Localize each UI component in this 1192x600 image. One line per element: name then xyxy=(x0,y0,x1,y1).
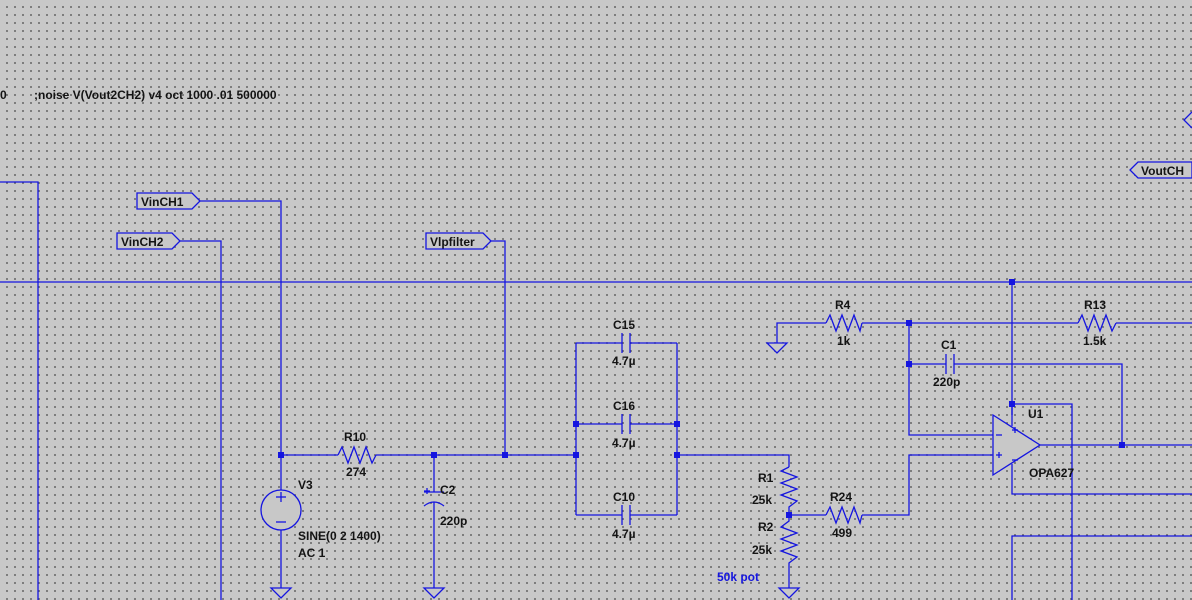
r24-name: R24 xyxy=(830,490,852,504)
wire-lower-right xyxy=(1011,535,1192,600)
ground-icon xyxy=(422,587,446,599)
capacitor-c15[interactable]: C15 4.7µ xyxy=(612,318,636,368)
capacitor-c10[interactable]: C10 4.7µ xyxy=(612,490,636,541)
v3-name: V3 xyxy=(298,478,313,492)
r1-value: 25k xyxy=(752,493,772,507)
net-label-voutch[interactable]: VoutCH xyxy=(1129,161,1192,179)
r4-value: 1k xyxy=(837,334,851,348)
voltage-source-v3[interactable]: V3 SINE(0 2 1400) AC 1 xyxy=(260,478,381,560)
v3-value: SINE(0 2 1400) xyxy=(298,529,381,543)
wire-to-pot xyxy=(677,454,790,467)
wire-vplus-right xyxy=(1012,403,1073,600)
ground-symbols xyxy=(269,342,801,599)
wire-inverting xyxy=(908,323,995,436)
r24-value: 499 xyxy=(832,526,852,540)
wire-r24-opamp xyxy=(862,454,995,516)
net-label-voutch-text: VoutCH xyxy=(1141,164,1184,178)
resistor-r13[interactable]: R13 1.5k xyxy=(1077,298,1117,348)
r10-value: 274 xyxy=(346,465,366,479)
net-label-offscreen-arrow xyxy=(1183,111,1192,129)
net-label-vinch1[interactable]: VinCH1 xyxy=(136,192,201,210)
wire-c1-right xyxy=(954,363,1123,445)
ground-icon xyxy=(765,342,789,354)
u1-name: U1 xyxy=(1028,407,1044,421)
wire-vinch1 xyxy=(200,200,282,455)
capacitor-c1[interactable]: C1 220p xyxy=(933,338,960,389)
u1-value: OPA627 xyxy=(1029,466,1074,480)
r13-name: R13 xyxy=(1084,298,1106,312)
spice-directive-prefix[interactable]: 0 xyxy=(0,88,7,102)
resistor-r1[interactable]: R1 25k xyxy=(752,466,799,515)
c16-name: C16 xyxy=(613,399,635,413)
r2-name: R2 xyxy=(758,520,774,534)
ground-icon xyxy=(777,587,801,599)
wire-vlpfilter xyxy=(491,240,506,455)
junctions xyxy=(278,279,1125,518)
wires[interactable] xyxy=(0,181,1192,600)
wire-vminus xyxy=(1011,475,1192,495)
opamp-u1[interactable]: U1 OPA627 xyxy=(992,404,1074,480)
ground-icon xyxy=(269,587,293,599)
r13-value: 1.5k xyxy=(1083,334,1107,348)
c1-name: C1 xyxy=(941,338,957,352)
net-label-vlpfilter[interactable]: Vlpfilter xyxy=(425,232,492,250)
resistor-r24[interactable]: R24 499 xyxy=(825,490,863,540)
r10-name: R10 xyxy=(344,430,366,444)
net-label-vlpfilter-text: Vlpfilter xyxy=(430,235,475,249)
c2-name: C2 xyxy=(440,483,456,497)
c1-value: 220p xyxy=(933,375,960,389)
r2-value: 25k xyxy=(752,543,772,557)
v3-ac: AC 1 xyxy=(298,546,326,560)
c16-value: 4.7µ xyxy=(612,436,636,450)
c10-value: 4.7µ xyxy=(612,527,636,541)
net-label-vinch2-text: VinCH2 xyxy=(121,235,164,249)
c15-value: 4.7µ xyxy=(612,354,636,368)
capacitor-c16[interactable]: C16 4.7µ xyxy=(612,399,636,450)
c2-value: 220p xyxy=(440,514,467,528)
wire-left-loop xyxy=(0,181,39,600)
r1-name: R1 xyxy=(758,471,774,485)
resistor-r10[interactable]: R10 274 xyxy=(337,430,377,479)
r4-name: R4 xyxy=(835,298,851,312)
resistor-r4[interactable]: R4 1k xyxy=(825,298,863,348)
net-label-vinch2[interactable]: VinCH2 xyxy=(116,232,181,250)
wire-vinch2 xyxy=(180,240,222,600)
c10-name: C10 xyxy=(613,490,635,504)
spice-directive[interactable]: ;noise V(Vout2CH2) v4 oct 1000 .01 50000… xyxy=(34,88,277,102)
resistor-r2[interactable]: R2 25k xyxy=(752,515,799,567)
pot-comment[interactable]: 50k pot xyxy=(717,570,759,584)
net-label-vinch1-text: VinCH1 xyxy=(141,195,184,209)
capacitor-c2[interactable]: C2 220p xyxy=(423,483,467,528)
wire-r4-ground xyxy=(776,322,826,343)
c15-name: C15 xyxy=(613,318,635,332)
